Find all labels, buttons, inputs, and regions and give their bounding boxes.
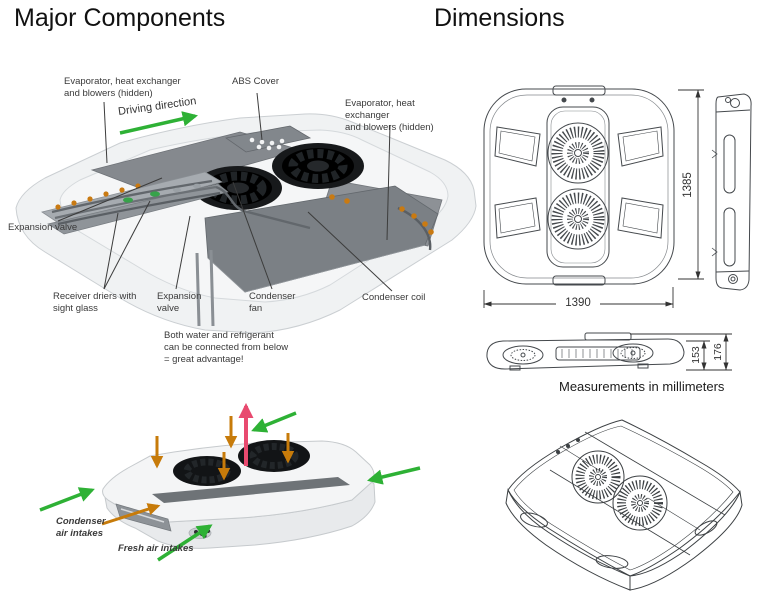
fresh-air-arrows — [39, 411, 421, 562]
iso-fan-1 — [571, 450, 625, 504]
label-connection-note: Both water and refrigerant can be connec… — [164, 330, 289, 366]
top-view-fan-2 — [547, 188, 609, 250]
top-view-fan-1 — [547, 122, 609, 184]
condenser-fan-left — [194, 166, 282, 210]
iso-fan-2 — [612, 475, 668, 531]
label-expansion-valve-left: Expansion valve — [8, 222, 78, 233]
top-view-drawing — [483, 85, 675, 286]
condenser-air-arrows — [101, 416, 295, 526]
isometric-drawing — [505, 419, 743, 591]
label-evaporator-right: Evaporator, heat exchanger and blowers (… — [345, 98, 434, 134]
sight-glass-green — [123, 197, 133, 203]
label-fresh-air-intakes: Fresh air intakes — [118, 543, 194, 554]
profile-view-drawing — [486, 332, 685, 371]
copper-fittings — [55, 183, 434, 235]
water-connection-pipe — [195, 252, 201, 327]
dimension-1385: 1385 — [678, 89, 704, 280]
dim-total-height-text: 176 — [712, 343, 724, 361]
label-expansion-valve-center: Expansion valve — [157, 291, 202, 315]
label-condenser-fan: Condenser fan — [249, 291, 296, 315]
airflow-fan-left — [173, 456, 241, 486]
label-receiver-driers: Receiver driers with sight glass — [53, 291, 137, 315]
condenser-fan-right — [272, 143, 364, 189]
label-condenser-air-intakes: Condenser air intakes — [56, 516, 106, 540]
label-abs-cover: ABS Cover — [232, 76, 279, 87]
abs-cover-part — [224, 125, 312, 153]
dimension-153-176: 153 176 — [630, 333, 732, 371]
label-condenser-coil: Condenser coil — [362, 292, 426, 303]
side-elevation-drawing — [711, 93, 752, 291]
dimension-1390: 1390 — [483, 287, 674, 309]
dim-length-text: 1385 — [682, 172, 694, 198]
driving-direction-arrow — [119, 111, 199, 135]
refrigerant-connection-pipe — [209, 249, 215, 327]
airflow-diagram — [39, 402, 421, 562]
label-evaporator-left: Evaporator, heat exchanger and blowers (… — [64, 76, 181, 100]
major-components-title: Major Components — [14, 4, 226, 32]
front-rail — [41, 171, 434, 251]
dim-width-text: 1390 — [565, 297, 591, 309]
dimensions-title: Dimensions — [434, 4, 565, 32]
main-unit-render — [15, 92, 477, 334]
pointer-lines — [57, 92, 393, 292]
dim-body-height-text: 153 — [690, 346, 702, 364]
measurements-note: Measurements in millimeters — [559, 379, 725, 394]
